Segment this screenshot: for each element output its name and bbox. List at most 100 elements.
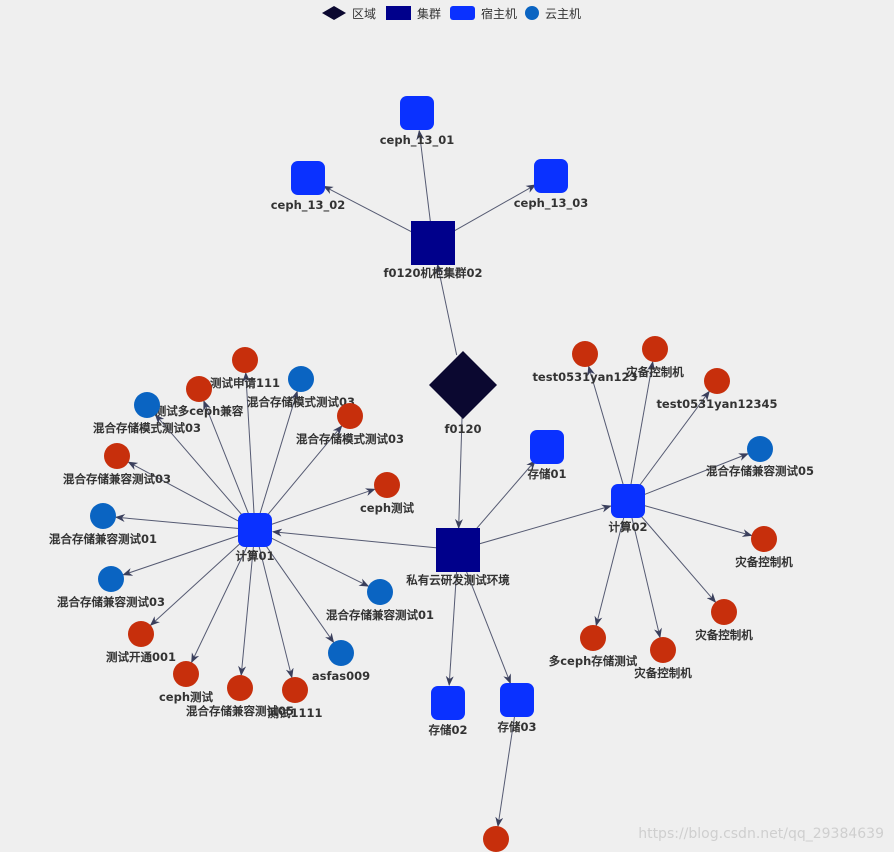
node-a7[interactable]: ceph测试 bbox=[360, 472, 415, 515]
diamond-icon bbox=[322, 6, 346, 20]
vm-node-shape[interactable] bbox=[104, 443, 130, 469]
vm-node-shape[interactable] bbox=[98, 566, 124, 592]
edge-js01-a8 bbox=[114, 514, 239, 530]
legend-item-cluster[interactable]: 集群 bbox=[386, 5, 441, 21]
vm-node-shape[interactable] bbox=[134, 392, 160, 418]
edge-js01-a5 bbox=[264, 425, 343, 518]
host-node-shape[interactable] bbox=[291, 161, 325, 195]
edge-js02-b4 bbox=[642, 453, 749, 496]
vm-node-shape[interactable] bbox=[374, 472, 400, 498]
host-node-shape[interactable] bbox=[530, 430, 564, 464]
legend-item-host[interactable]: 宿主机 bbox=[450, 5, 517, 21]
node-a2[interactable]: 混合存储模式测试03 bbox=[247, 366, 355, 409]
node-ceph01[interactable]: ceph_13_01 bbox=[380, 96, 455, 148]
legend-item-region[interactable]: 区域 bbox=[322, 5, 376, 21]
vm-node-shape[interactable] bbox=[288, 366, 314, 392]
vm-node-shape[interactable] bbox=[337, 403, 363, 429]
node-js01[interactable]: 计算01 bbox=[235, 513, 275, 563]
node-a5[interactable]: 混合存储模式测试03 bbox=[296, 403, 404, 446]
node-a3[interactable]: 测试多ceph兼容 bbox=[155, 376, 244, 418]
node-f0120[interactable]: f0120 bbox=[429, 351, 497, 436]
edge-js02-b7 bbox=[631, 516, 662, 639]
node-a14[interactable]: 混合存储兼容测试05 bbox=[186, 675, 294, 718]
node-b1[interactable]: test0531yan123 bbox=[532, 341, 638, 384]
node-a4[interactable]: 混合存储模式测试03 bbox=[93, 392, 201, 435]
node-label-js01: 计算01 bbox=[235, 549, 274, 563]
node-label-b8: 多ceph存储测试 bbox=[549, 654, 638, 668]
edge-js01-a11 bbox=[149, 540, 244, 626]
host-node-shape[interactable] bbox=[400, 96, 434, 130]
node-b2[interactable]: 灾备控制机 bbox=[626, 336, 684, 379]
node-a10[interactable]: 混合存储兼容测试01 bbox=[326, 579, 434, 622]
host-node-shape[interactable] bbox=[534, 159, 568, 193]
node-cl02[interactable]: f0120机柜集群02 bbox=[383, 221, 483, 280]
node-cs01[interactable]: 存储01 bbox=[527, 430, 567, 481]
cluster-node-shape[interactable] bbox=[411, 221, 455, 265]
vm-node-shape[interactable] bbox=[367, 579, 393, 605]
edge-js01-a10 bbox=[269, 536, 370, 587]
node-a15[interactable]: 测试1111 bbox=[267, 677, 323, 720]
vm-node-shape[interactable] bbox=[328, 640, 354, 666]
node-a13[interactable]: ceph测试 bbox=[159, 661, 214, 704]
edge-js01-a7 bbox=[270, 488, 376, 526]
node-v_cs03[interactable] bbox=[483, 826, 509, 852]
node-label-ceph03: ceph_13_03 bbox=[514, 196, 589, 211]
node-label-b1: test0531yan123 bbox=[532, 370, 637, 384]
vm-node-shape[interactable] bbox=[186, 376, 212, 402]
vm-node-shape[interactable] bbox=[747, 436, 773, 462]
legend-item-vm[interactable]: 云主机 bbox=[525, 5, 581, 21]
host-node-shape[interactable] bbox=[611, 484, 645, 518]
node-a9[interactable]: 混合存储兼容测试03 bbox=[57, 566, 165, 609]
node-label-a7: ceph测试 bbox=[360, 501, 415, 515]
node-a6[interactable]: 混合存储兼容测试03 bbox=[63, 443, 171, 486]
node-b4[interactable]: 混合存储兼容测试05 bbox=[706, 436, 814, 478]
node-b6[interactable]: 灾备控制机 bbox=[695, 599, 753, 642]
watermark: https://blog.csdn.net/qq_29384639 bbox=[638, 826, 884, 842]
vm-node-shape[interactable] bbox=[173, 661, 199, 687]
host-node-shape[interactable] bbox=[431, 686, 465, 720]
node-label-cl02: f0120机柜集群02 bbox=[383, 266, 482, 280]
vm-node-shape[interactable] bbox=[704, 368, 730, 394]
node-label-a1: 测试申请111 bbox=[210, 376, 280, 390]
node-a8[interactable]: 混合存储兼容测试01 bbox=[49, 503, 157, 546]
vm-node-shape[interactable] bbox=[128, 621, 154, 647]
node-cs02[interactable]: 存储02 bbox=[428, 686, 468, 737]
node-label-cs03: 存储03 bbox=[497, 720, 536, 734]
vm-node-shape[interactable] bbox=[572, 341, 598, 367]
vm-node-shape[interactable] bbox=[751, 526, 777, 552]
node-label-b4: 混合存储兼容测试05 bbox=[706, 464, 814, 478]
node-ceph02[interactable]: ceph_13_02 bbox=[271, 161, 346, 213]
node-a1[interactable]: 测试申请111 bbox=[210, 347, 280, 390]
node-a12[interactable]: asfas009 bbox=[312, 640, 370, 683]
node-b7[interactable]: 灾备控制机 bbox=[634, 637, 692, 680]
node-a11[interactable]: 测试开通001 bbox=[106, 621, 176, 664]
vm-node-shape[interactable] bbox=[483, 826, 509, 852]
edge-pcl-js02 bbox=[476, 504, 612, 545]
node-js02[interactable]: 计算02 bbox=[608, 484, 648, 534]
edge-js02-b1 bbox=[587, 365, 624, 486]
region-node-shape[interactable] bbox=[429, 351, 497, 419]
node-b5[interactable]: 灾备控制机 bbox=[735, 526, 793, 569]
vm-node-shape[interactable] bbox=[90, 503, 116, 529]
cluster-node-shape[interactable] bbox=[436, 528, 480, 572]
node-pcl[interactable]: 私有云研发测试环境 bbox=[406, 528, 510, 587]
vm-node-shape[interactable] bbox=[282, 677, 308, 703]
node-b8[interactable]: 多ceph存储测试 bbox=[549, 625, 638, 668]
node-cs03[interactable]: 存储03 bbox=[497, 683, 537, 734]
node-label-cs02: 存储02 bbox=[428, 723, 467, 737]
vm-node-shape[interactable] bbox=[580, 625, 606, 651]
node-label-a10: 混合存储兼容测试01 bbox=[326, 608, 434, 622]
node-ceph03[interactable]: ceph_13_03 bbox=[514, 159, 589, 211]
node-label-a14: 混合存储兼容测试05 bbox=[186, 704, 294, 718]
host-node-shape[interactable] bbox=[238, 513, 272, 547]
vm-node-shape[interactable] bbox=[232, 347, 258, 373]
host-node-shape[interactable] bbox=[500, 683, 534, 717]
vm-node-shape[interactable] bbox=[650, 637, 676, 663]
vm-node-shape[interactable] bbox=[642, 336, 668, 362]
vm-node-shape[interactable] bbox=[711, 599, 737, 625]
node-label-cs01: 存储01 bbox=[527, 467, 566, 481]
vm-node-shape[interactable] bbox=[227, 675, 253, 701]
node-b3[interactable]: test0531yan12345 bbox=[656, 368, 778, 411]
node-label-a15: 测试1111 bbox=[267, 706, 322, 720]
edge-js02-b8 bbox=[594, 516, 625, 627]
